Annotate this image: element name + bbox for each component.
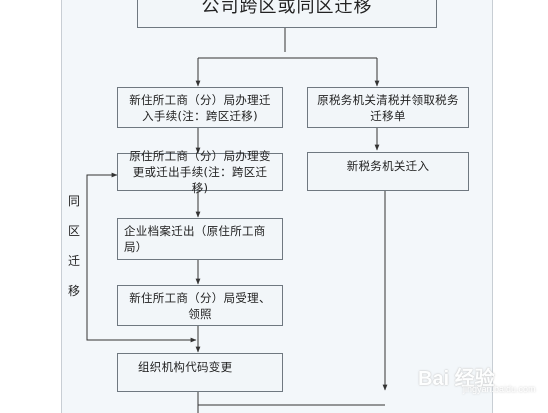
box-new-bureau-license: 新住所工商（分）局受理、领照 bbox=[117, 285, 283, 326]
box-org-code-change-text: 组织机构代码变更 bbox=[138, 360, 233, 374]
same-district-char-2: 区 bbox=[67, 224, 80, 238]
baidu-watermark-logo: Bai 经验 bbox=[418, 368, 495, 390]
box-enterprise-archive-transfer: 企业档案迁出（原住所工商局） bbox=[117, 218, 283, 260]
box-enterprise-archive-transfer-text: 企业档案迁出（原住所工商局） bbox=[124, 224, 266, 254]
same-district-char-4: 移 bbox=[67, 284, 80, 298]
box-old-bureau-transfer-out: 原住所工商（分）局办理变更或迁出手续(注：跨区迁移) bbox=[117, 149, 283, 195]
box-new-tax-transfer-in-text: 新税务机关迁入 bbox=[346, 159, 430, 173]
box-old-bureau-transfer-out-text: 原住所工商（分）局办理变更或迁出手续(注：跨区迁移) bbox=[129, 149, 271, 195]
box-org-code-change: 组织机构代码变更 bbox=[117, 353, 283, 392]
box-new-tax-transfer-in: 新税务机关迁入 bbox=[307, 152, 469, 191]
page-title: 公司跨区或同区迁移 bbox=[201, 0, 373, 17]
same-district-char-1: 同 bbox=[67, 194, 80, 208]
box-old-tax-clearance: 原税务机关清税并领取税务迁移单 bbox=[307, 87, 469, 128]
box-new-bureau-license-text: 新住所工商（分）局受理、领照 bbox=[129, 290, 271, 321]
title-box: 公司跨区或同区迁移 bbox=[137, 0, 437, 28]
box-new-bureau-transfer-in: 新住所工商（分）局办理迁入手续(注：跨区迁移) bbox=[117, 87, 283, 128]
box-old-tax-clearance-text: 原税务机关清税并领取税务迁移单 bbox=[317, 92, 459, 123]
baidu-watermark-url: jingyan.baidu.com bbox=[463, 384, 536, 394]
same-district-bypass bbox=[86, 172, 197, 343]
same-district-label: 同 区 迁 移 bbox=[63, 186, 85, 306]
box-new-bureau-transfer-in-text: 新住所工商（分）局办理迁入手续(注：跨区迁移) bbox=[129, 92, 271, 123]
same-district-char-3: 迁 bbox=[67, 254, 80, 268]
